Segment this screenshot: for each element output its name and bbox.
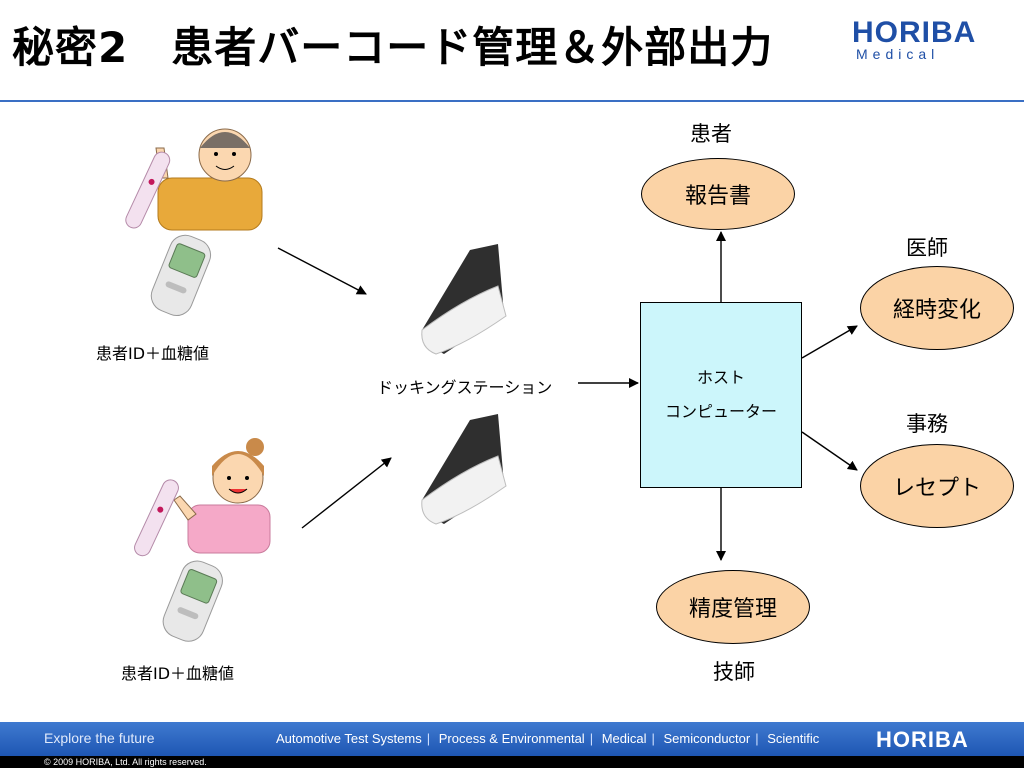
patient-man-illustration [155,128,263,231]
arrow-patient2-to-dock [301,457,392,529]
docking-station-icon-2 [421,414,507,525]
horiba-logo: HORIBA Medical [852,16,977,63]
footer-nav: Automotive Test Systems| Process & Envir… [276,731,820,746]
docking-station-label: ドッキングステーション [377,378,553,397]
role-label-doctor: 医師 [906,236,948,260]
output-quality-control: 精度管理 [656,570,810,644]
patient-caption-2: 患者ID＋血糖値 [121,664,235,683]
footer-link-scientific[interactable]: Scientific [767,731,820,746]
footer-link-medical[interactable]: Medical [601,731,647,746]
footer-logo: HORIBA [876,727,969,752]
page-title: 秘密2 患者バーコード管理＆外部出力 [12,23,774,72]
logo-wordmark: HORIBA [852,16,977,49]
host-label-line-1: ホスト [696,368,745,387]
title-divider [0,100,1024,102]
footer-link-process[interactable]: Process & Environmental [438,731,585,746]
arrow-host-to-trend [801,325,858,359]
blood-pen-icon-2 [134,479,179,557]
copyright-text: © 2009 HORIBA, Ltd. All rights reserved. [44,757,207,767]
arrow-patient1-to-dock [277,247,367,295]
arrow-host-to-receipt [801,431,858,471]
blood-pen-icon-1 [125,151,171,229]
role-label-technician: 技師 [713,660,755,684]
glucose-meter-icon-2 [162,560,223,642]
copyright-bar [0,756,1024,768]
footer-tagline: Explore the future [44,730,155,746]
patient-woman-illustration [173,438,271,554]
host-computer-box: ホスト コンピューター [640,302,802,488]
role-label-patient: 患者 [690,122,732,146]
footer-link-semiconductor[interactable]: Semiconductor [663,731,751,746]
glucose-meter-icon-1 [150,234,212,317]
role-label-office: 事務 [906,412,948,436]
docking-station-icon-1 [421,244,507,355]
output-trend: 経時変化 [860,266,1014,350]
logo-subtitle: Medical [856,46,940,62]
host-label-line-2: コンピューター [664,402,777,421]
footer-link-automotive[interactable]: Automotive Test Systems [276,731,422,746]
output-report: 報告書 [641,158,795,230]
footer-bar [0,722,1024,756]
output-receipt: レセプト [860,444,1014,528]
patient-caption-1: 患者ID＋血糖値 [96,344,210,363]
